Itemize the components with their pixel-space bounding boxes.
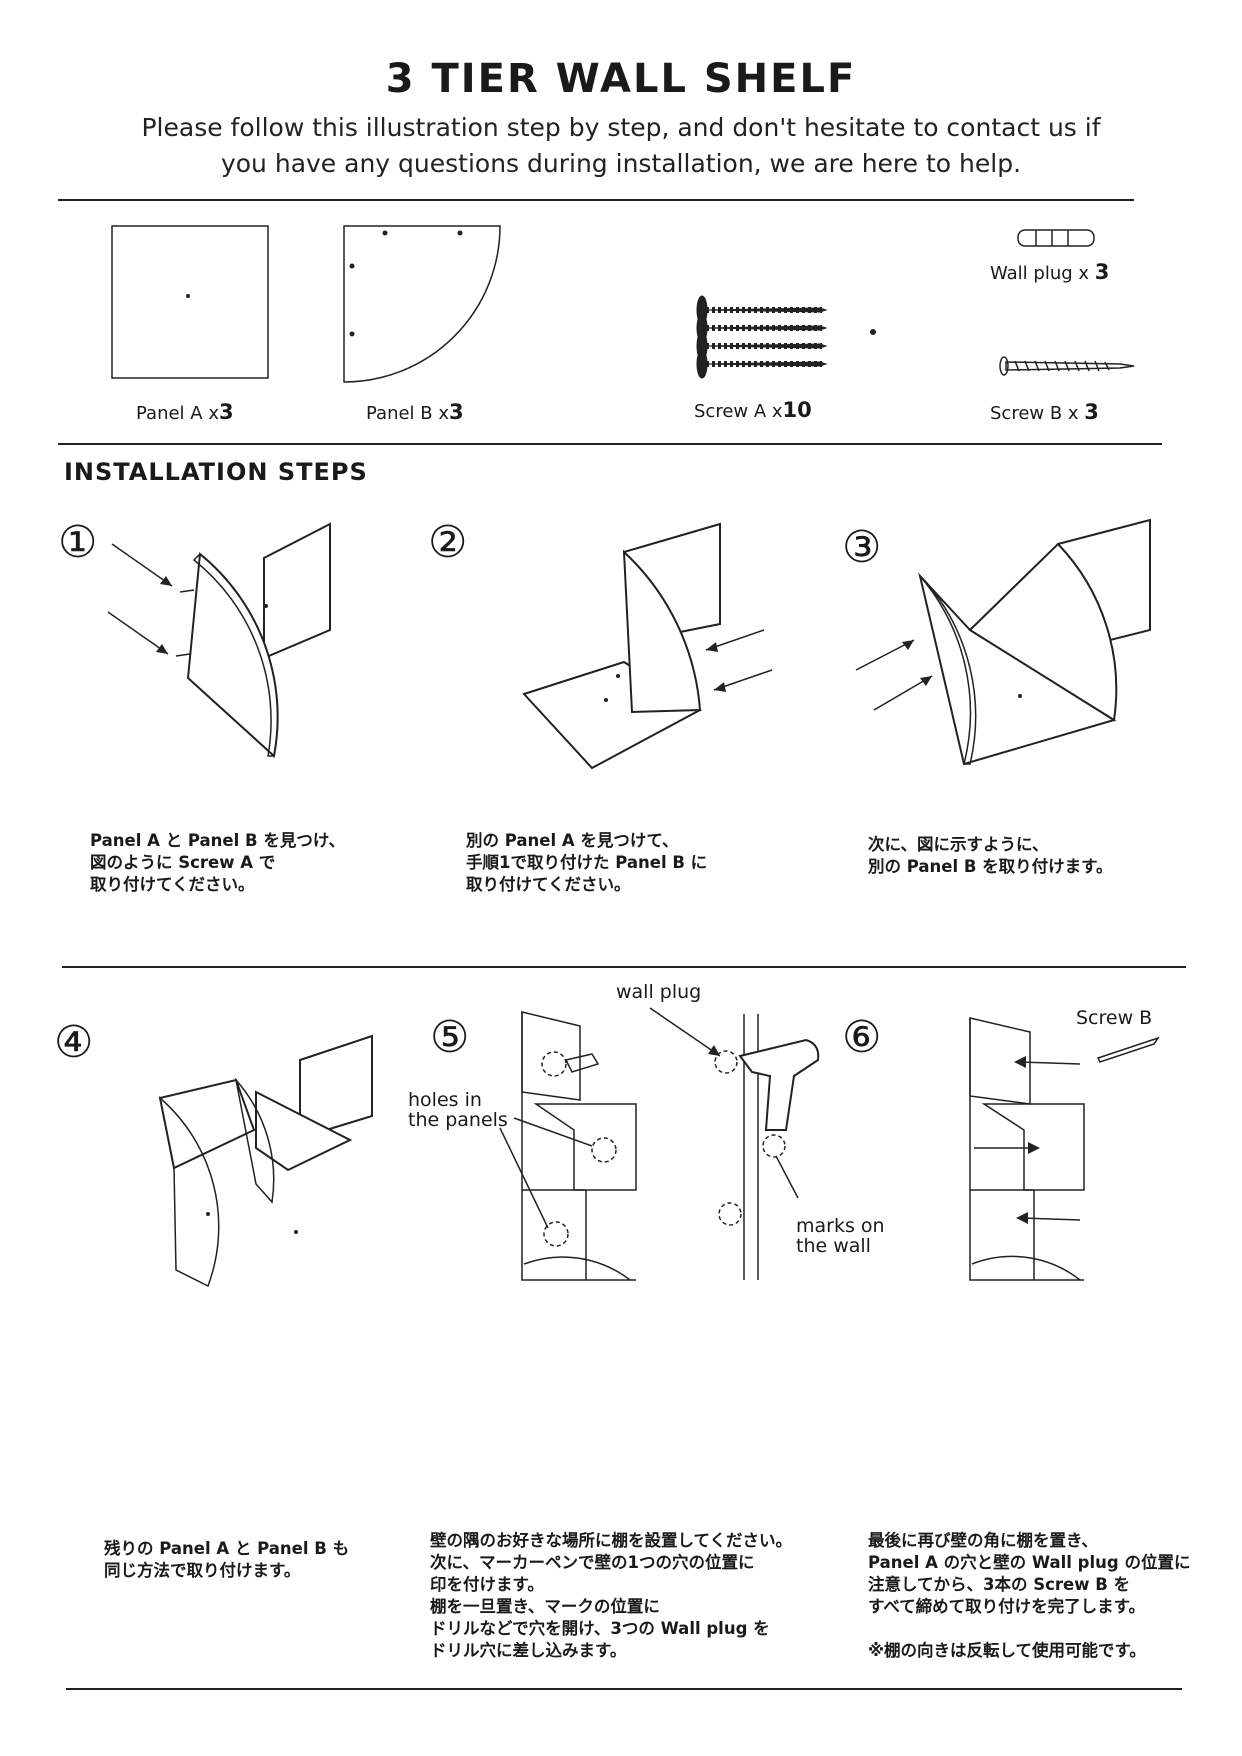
- step-3-number: ③: [842, 522, 882, 573]
- parts-illustration: [111, 225, 1135, 383]
- intro-text: Please follow this illustration step by …: [80, 110, 1162, 182]
- divider-top: [58, 199, 1134, 201]
- step-1-drawing: [107, 522, 331, 758]
- intro-line-2: you have any questions during installati…: [220, 149, 1022, 178]
- screw-a-drawing: [696, 295, 828, 379]
- divider-bottom: [66, 1688, 1182, 1690]
- step-2-number: ②: [428, 517, 468, 568]
- step-4-number: ④: [54, 1017, 94, 1068]
- divider-parts: [58, 443, 1162, 445]
- step-1-text: Panel A と Panel B を見つけ、 図のように Screw A で …: [90, 831, 345, 894]
- step-6-number: ⑥: [842, 1012, 882, 1063]
- drill-icon: [738, 1038, 820, 1131]
- step-6-drawing: [969, 1017, 1160, 1281]
- panel-b-drawing: [343, 225, 501, 383]
- panel-b-label: Panel B x3: [366, 400, 464, 424]
- wall-plug-label: Wall plug x 3: [990, 260, 1110, 284]
- step-4-drawing: [158, 1034, 373, 1288]
- step-6-text: 最後に再び壁の角に棚を置き、 Panel A の穴と壁の Wall plug の…: [868, 1531, 1191, 1660]
- step-4-text: 残りの Panel A と Panel B も 同じ方法で取り付けます。: [104, 1539, 350, 1580]
- steps-4-6-illustration: [158, 1007, 1160, 1288]
- screw-b-drawing: [999, 356, 1135, 376]
- screw-b-label-diagram: Screw B: [1076, 1007, 1153, 1029]
- section-title: INSTALLATION STEPS: [64, 458, 368, 486]
- step-2-text: 別の Panel A を見つけて、 手順1で取り付けた Panel B に 取り…: [466, 831, 708, 894]
- step-3-text: 次に、図に示すように、 別の Panel B を取り付けます。: [868, 835, 1113, 876]
- panel-a-drawing: [111, 225, 269, 379]
- screw-a-label: Screw A x10: [694, 398, 812, 422]
- panel-a-label: Panel A x3: [136, 400, 234, 424]
- screw-b-label: Screw B x 3: [990, 400, 1099, 424]
- step-1-number: ①: [58, 517, 98, 568]
- step-5-drawing: [499, 1007, 820, 1281]
- wall-plug-drawing: [1017, 229, 1095, 247]
- step-2-drawing: [522, 522, 773, 770]
- intro-line-1: Please follow this illustration step by …: [141, 113, 1101, 142]
- page-title: 3 TIER WALL SHELF: [385, 56, 857, 102]
- step-5-text: 壁の隅のお好きな場所に棚を設置してください。 次に、マーカーペンで壁の1つの穴の…: [430, 1531, 793, 1660]
- steps-1-3-illustration: [107, 518, 1151, 770]
- divider-middle: [62, 966, 1186, 968]
- wall-plug-label-diagram: wall plug: [616, 981, 702, 1003]
- step-3-drawing: [855, 518, 1151, 766]
- step-5-number: ⑤: [430, 1012, 470, 1063]
